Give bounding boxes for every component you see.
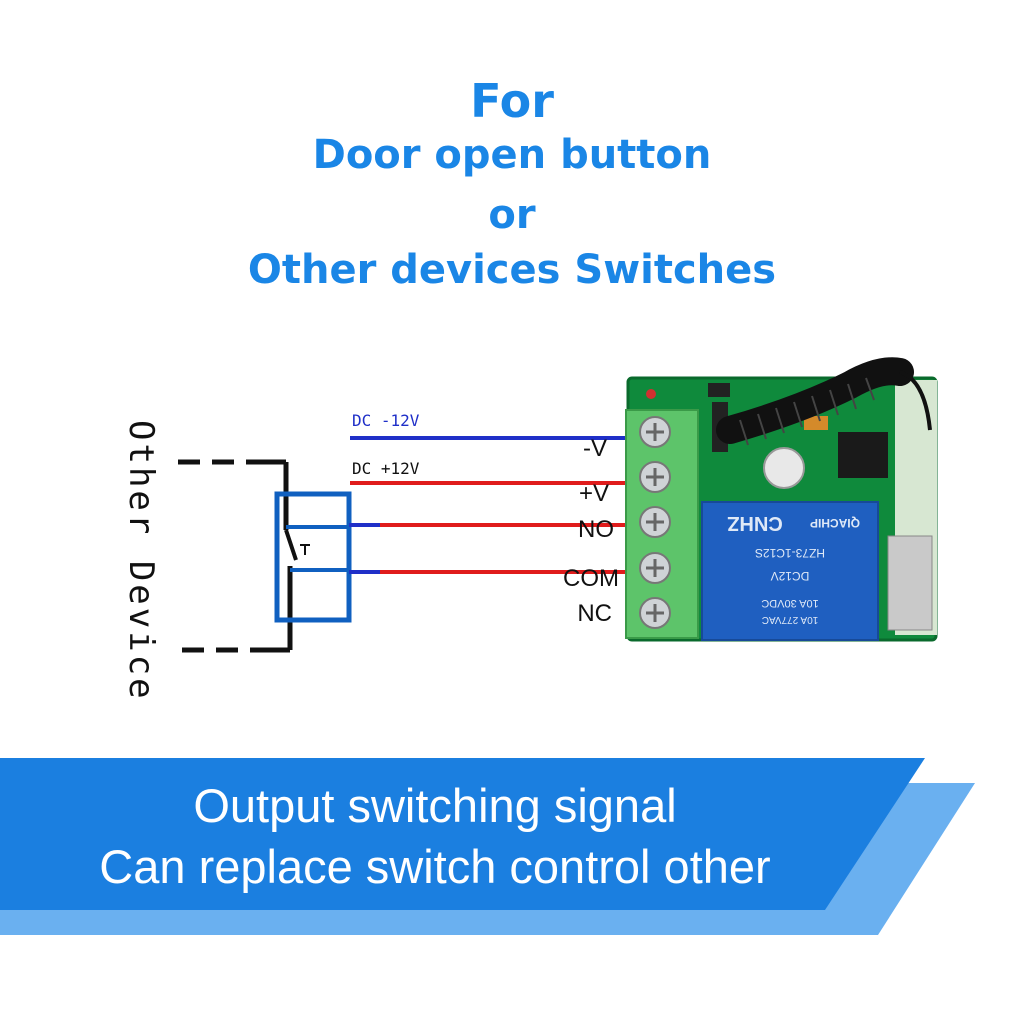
other-device-label: Other Device: [121, 420, 161, 702]
receiver-module: 10A 277VAC 10A 30VDC DC12V HZ73-1C12S CN…: [625, 357, 938, 642]
terminal-label-nc: NC: [577, 600, 612, 627]
heading-door-open-button: Door open button: [312, 132, 712, 178]
relay-model: HZ73-1C12S: [755, 546, 825, 560]
capacitor: [763, 447, 805, 489]
banner-line-1: Output switching signal: [193, 779, 677, 832]
label-dc-negative: DC -12V: [352, 411, 420, 430]
banner-line-2: Can replace switch control other: [99, 840, 771, 893]
heading-or: or: [488, 192, 536, 238]
switch-symbol: [274, 491, 352, 623]
terminal-screws: [639, 416, 671, 629]
relay: 10A 277VAC 10A 30VDC DC12V HZ73-1C12S CN…: [701, 501, 879, 641]
relay-rating-1: 10A 30VDC: [761, 597, 819, 609]
antenna-coil: [716, 357, 932, 446]
banner-main: [0, 758, 925, 910]
device-leads: [178, 459, 293, 653]
terminal-label-no: NO: [578, 516, 614, 543]
relay-rating-2: 10A 277VAC: [762, 614, 819, 625]
heading-for: For: [470, 74, 554, 128]
relay-brand: CNHZ: [727, 512, 783, 534]
relay-coil: DC12V: [771, 569, 810, 583]
terminal-label-com: COM: [563, 565, 619, 592]
terminal-label-negative: -V: [583, 435, 607, 462]
relay-maker: QIACHIP: [810, 516, 860, 530]
heading-other-devices: Other devices Switches: [247, 247, 777, 293]
terminal-label-positive: +V: [579, 480, 609, 507]
label-dc-positive: DC +12V: [352, 459, 420, 478]
